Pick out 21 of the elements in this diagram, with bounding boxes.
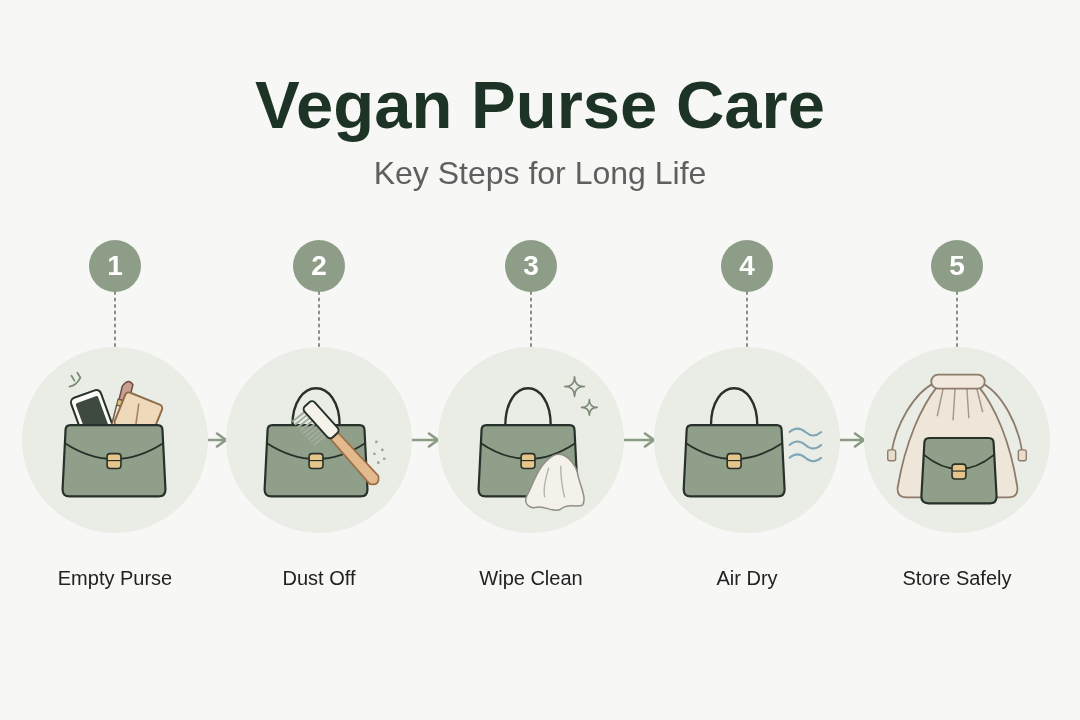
dotted-connector	[746, 291, 748, 348]
arrow	[622, 432, 656, 448]
step-label: Wipe Clean	[479, 567, 583, 590]
dotted-connector	[956, 291, 958, 348]
step-number-badge: 5	[931, 240, 983, 292]
title: Vegan Purse Care	[255, 66, 825, 144]
step-number-badge: 2	[293, 240, 345, 292]
subtitle: Key Steps for Long Life	[373, 155, 707, 192]
step-number-badge: 1	[89, 240, 141, 292]
dotted-connector	[530, 291, 532, 348]
step-label: Store Safely	[902, 567, 1012, 590]
arrow	[206, 432, 228, 448]
step-label: Air Dry	[716, 567, 778, 590]
step-label: Empty Purse	[57, 567, 173, 590]
step-number-badge: 3	[505, 240, 557, 292]
dotted-connector	[318, 291, 320, 348]
dotted-connector	[114, 291, 116, 348]
step-label: Dust Off	[282, 567, 356, 590]
arrow	[410, 432, 440, 448]
step-number-badge: 4	[721, 240, 773, 292]
arrow	[838, 432, 866, 448]
